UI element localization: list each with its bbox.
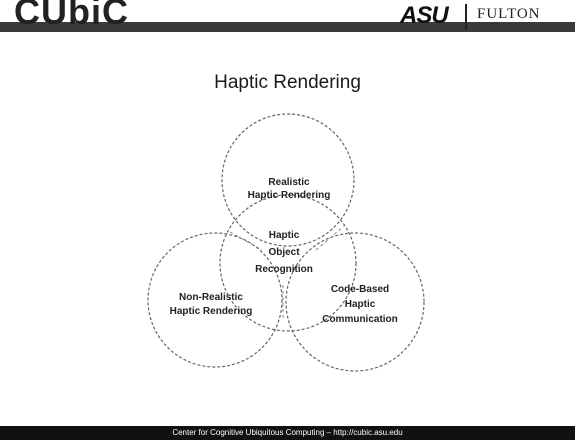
overlap-line-right xyxy=(315,225,345,251)
asu-logo: ASU xyxy=(400,2,449,29)
venn-label-right-line1: Code-Based xyxy=(331,284,389,295)
venn-label-right-line3: Communication xyxy=(322,314,398,325)
slide-title: Haptic Rendering xyxy=(214,72,361,93)
venn-label-center-line3: Recognition xyxy=(255,264,313,275)
venn-circle-left xyxy=(147,232,283,368)
footer-bar: Center for Cognitive Ubiquitous Computin… xyxy=(0,426,575,440)
fulton-logo: FULTON xyxy=(465,4,562,30)
venn-circle-top xyxy=(221,113,355,247)
venn-label-center-line1: Haptic xyxy=(269,230,300,241)
cubic-logo: CUbiC xyxy=(14,0,129,32)
fulton-logo-name: FULTON xyxy=(477,6,541,22)
venn-circle-center xyxy=(219,194,357,332)
venn-label-top-line1: Realistic xyxy=(268,177,310,188)
venn-label-right-line2: Haptic xyxy=(345,299,376,310)
venn-circle-right xyxy=(285,232,425,372)
venn-label-left-line2: Haptic Rendering xyxy=(170,306,253,317)
header-bar xyxy=(0,22,575,32)
venn-label-top-line2: Haptic Rendering xyxy=(248,190,331,201)
venn-label-center-line2: Object xyxy=(268,247,300,258)
venn-label-left-line1: Non-Realistic xyxy=(179,292,243,303)
overlap-line-left xyxy=(229,231,263,251)
